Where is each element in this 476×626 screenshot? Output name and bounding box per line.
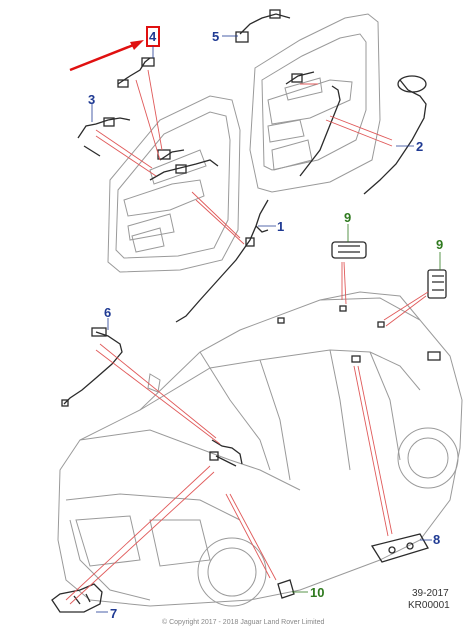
copyright-notice: © Copyright 2017 - 2018 Jaguar Land Rove… [162,618,324,626]
callout-label-10: 10 [310,585,324,600]
callout-9-upper: 9 [344,210,351,242]
callout-label-5: 5 [212,29,219,44]
callout-6: 6 [104,305,111,330]
rear-door-panel [249,13,381,193]
ref-code: KR00001 [408,600,450,611]
callout-label-3: 3 [88,92,95,107]
callout-8: 8 [420,532,440,547]
callout-10: 10 [292,585,324,600]
callout-label-2: 2 [416,139,423,154]
callout-1: 1 [258,219,284,234]
callout-label-1: 1 [277,219,284,234]
callout-label-7: 7 [110,606,117,621]
callout-3: 3 [88,92,95,122]
callout-label-6: 6 [104,305,111,320]
callout-4: 4 [146,26,160,58]
front-door-panel [107,95,241,273]
callout-label-4: 4 [149,29,157,44]
leader-lines [65,69,429,605]
pointer-arrow [69,40,144,72]
callout-7: 7 [96,606,117,621]
callout-label-9-upper: 9 [344,210,351,225]
harness-components [51,9,447,613]
callout-label-8: 8 [433,532,440,547]
vehicle-body [57,291,463,607]
callout-5: 5 [212,29,238,44]
callout-label-9-right: 9 [436,237,443,252]
callout-9-right: 9 [436,237,443,270]
callout-2: 2 [396,139,423,154]
date-code: 39-2017 [412,588,449,599]
